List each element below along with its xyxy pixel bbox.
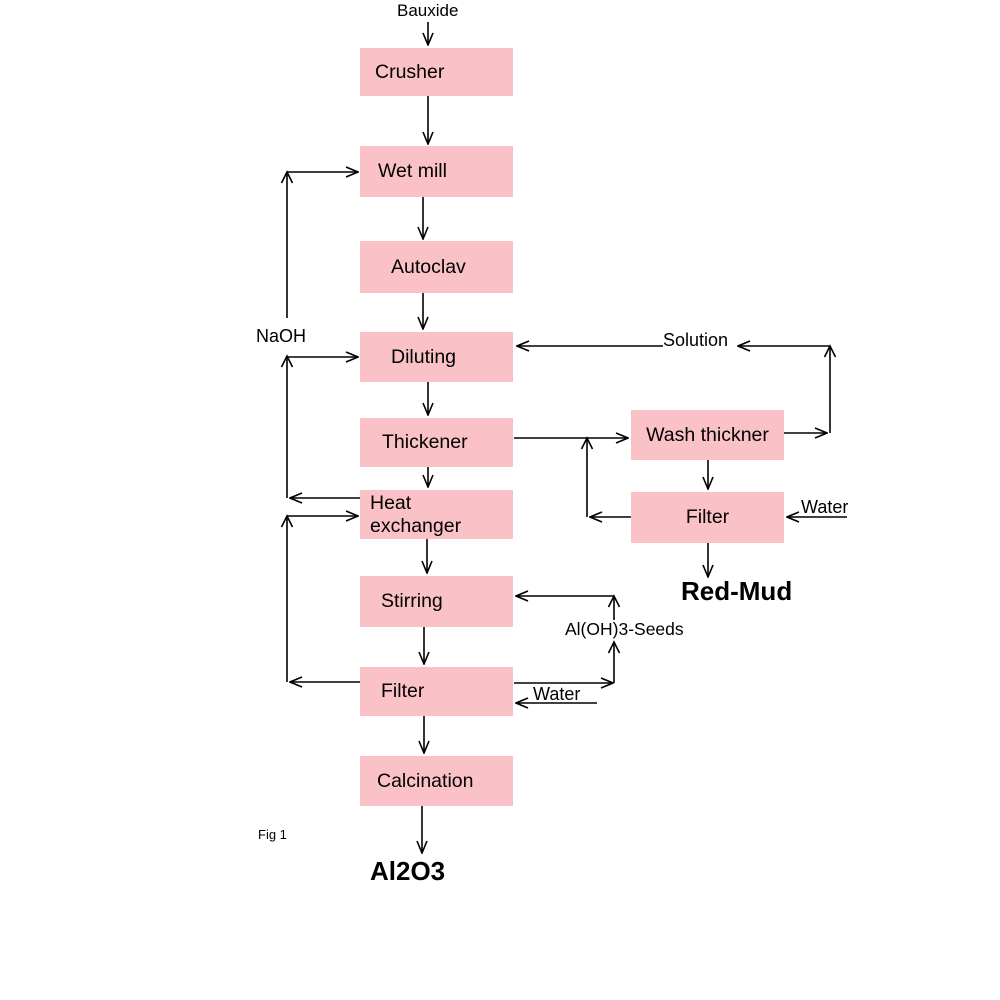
stream-label-solution: Solution (663, 330, 729, 350)
stream-label-naoh: NaOH (256, 326, 307, 346)
node-diluting: Diluting (360, 332, 513, 382)
node-wash-thickner: Wash thickner (631, 410, 784, 460)
stream-label-water-wash-filter: Water (801, 497, 849, 517)
node-wet-mill-label: Wet mill (378, 160, 447, 183)
node-diluting-label: Diluting (391, 345, 457, 368)
arrowhead-filter-riser (280, 514, 294, 528)
node-wash-thickner-label: Wash thickner (646, 423, 769, 446)
stream-label-water-main-filter: Water (533, 684, 581, 704)
node-filter-right: Filter (631, 492, 784, 543)
node-stirring: Stirring (360, 576, 513, 627)
node-stirring-label: Stirring (381, 590, 443, 613)
input-label-bauxide: Bauxide (397, 1, 459, 20)
node-crusher: Crusher (360, 48, 513, 96)
arrowhead-seeds-lower (607, 640, 621, 654)
arrowhead-filterright-riser (580, 436, 594, 450)
node-autoclav-label: Autoclav (391, 255, 466, 278)
arrowhead-seeds-upper (607, 594, 621, 608)
node-heat-exchanger-label: Heat exchanger (370, 492, 462, 537)
stream-label-seeds: Al(OH)3-Seeds (565, 619, 684, 639)
figure-caption: Fig 1 (258, 827, 287, 842)
output-label-al2o3: Al2O3 (370, 856, 446, 886)
node-autoclav: Autoclav (360, 241, 513, 293)
node-thickener: Thickener (360, 418, 513, 467)
node-calcination-label: Calcination (377, 769, 474, 792)
arrowhead-naoh-riser-top (280, 170, 294, 184)
node-filter-main: Filter (360, 667, 513, 716)
arrowhead-solution-riser (823, 344, 837, 358)
arrowhead-naoh-riser-mid (280, 354, 294, 368)
node-thickener-label: Thickener (382, 431, 468, 454)
node-crusher-label: Crusher (375, 60, 445, 83)
node-heat-exchanger: Heat exchanger (360, 490, 513, 539)
node-calcination: Calcination (360, 756, 513, 806)
node-filter-right-label: Filter (685, 506, 730, 529)
output-label-red-mud: Red-Mud (681, 576, 793, 606)
node-wet-mill: Wet mill (360, 146, 513, 197)
node-filter-main-label: Filter (381, 680, 425, 703)
